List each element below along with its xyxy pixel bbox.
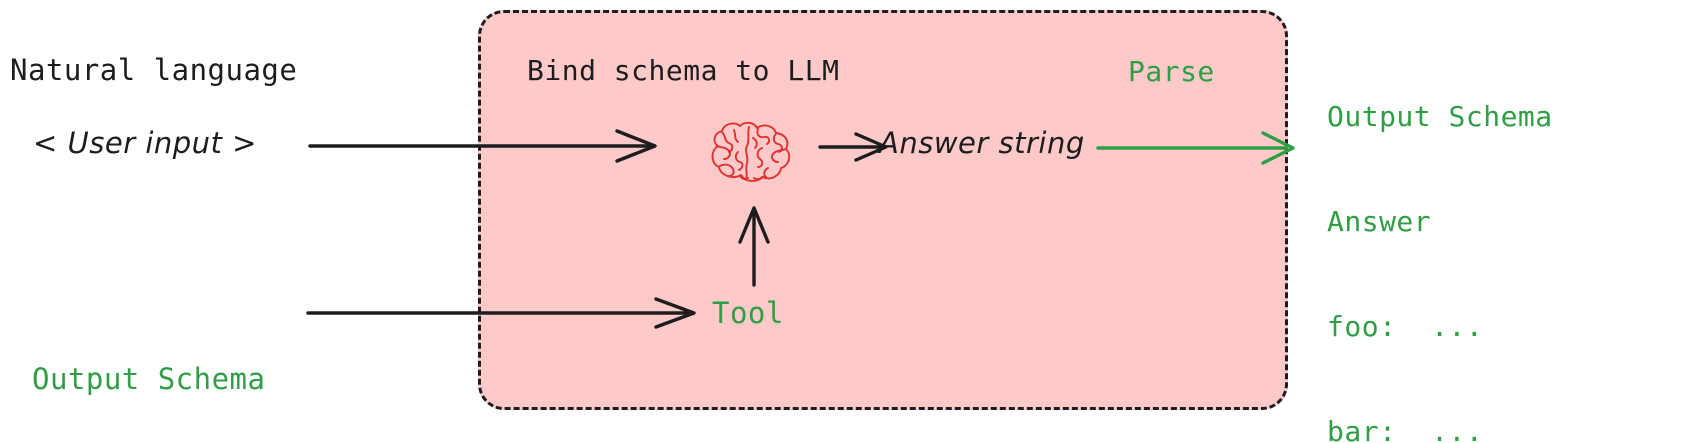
output-schema-block: Output Schema Answer foo: ... bar: ... <box>1327 29 1553 443</box>
input-output-schema-block: Output Schema foo: ... bar: ... <box>32 292 265 443</box>
output-schema-line-foo: foo: ... <box>1327 310 1484 343</box>
bind-schema-to-llm-label: Bind schema to LLM <box>527 54 840 87</box>
llm-container-box <box>478 10 1288 410</box>
answer-string-label: Answer string <box>879 126 1085 160</box>
brain-icon <box>711 121 791 182</box>
input-schema-title: Output Schema <box>32 362 266 396</box>
output-schema-title: Output Schema <box>1327 100 1553 133</box>
natural-language-label: Natural language <box>10 53 298 87</box>
parse-label: Parse <box>1128 55 1215 88</box>
user-input-label: < User input > <box>33 126 257 160</box>
output-schema-line-bar: bar: ... <box>1327 415 1484 443</box>
output-schema-line-answer: Answer <box>1327 205 1432 238</box>
tool-label: Tool <box>712 296 784 330</box>
